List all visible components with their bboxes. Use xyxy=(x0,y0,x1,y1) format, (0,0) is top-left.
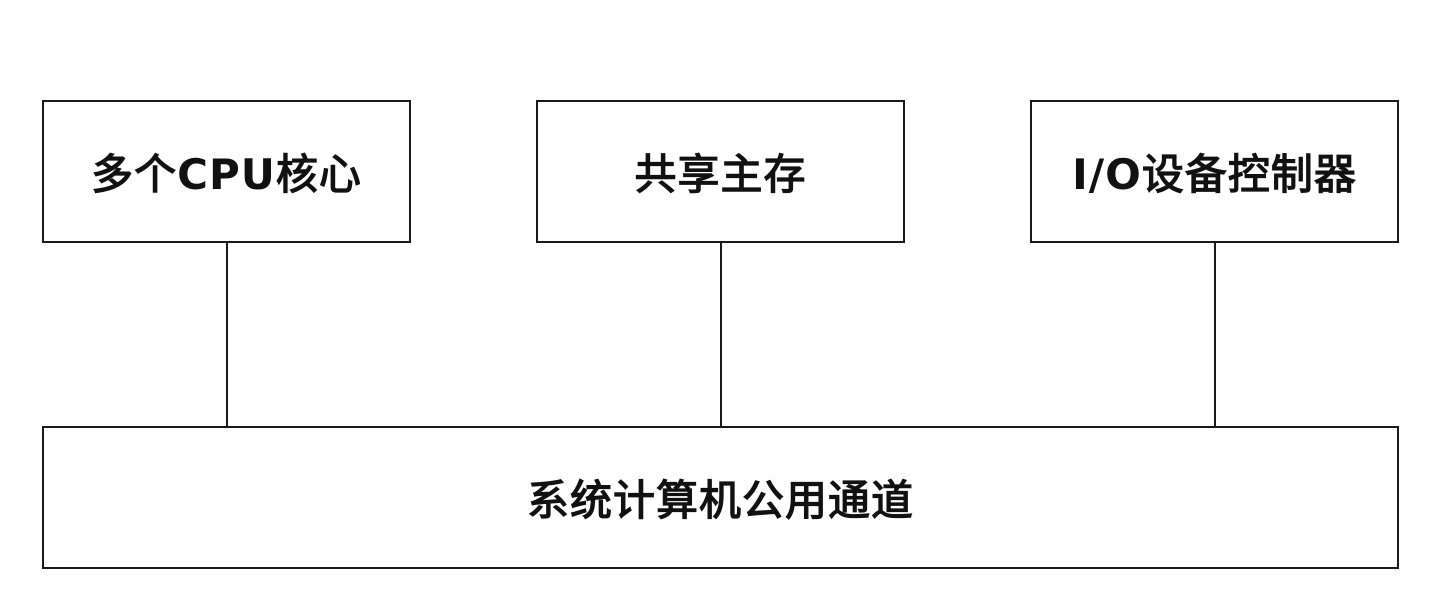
io-controller-box: I/O设备控制器 xyxy=(1030,100,1399,243)
cpu-cores-label: 多个CPU核心 xyxy=(91,150,362,199)
shared-memory-box: 共享主存 xyxy=(536,100,905,243)
cpu-cores-box: 多个CPU核心 xyxy=(42,100,411,243)
io-controller-label: I/O设备控制器 xyxy=(1072,150,1357,199)
io-bus-connector xyxy=(1214,243,1216,426)
shared-memory-label: 共享主存 xyxy=(634,150,807,199)
system-bus-label: 系统计算机公用通道 xyxy=(526,476,914,525)
system-bus-box: 系统计算机公用通道 xyxy=(42,426,1399,569)
cpu-bus-connector xyxy=(226,243,228,426)
memory-bus-connector xyxy=(720,243,722,426)
